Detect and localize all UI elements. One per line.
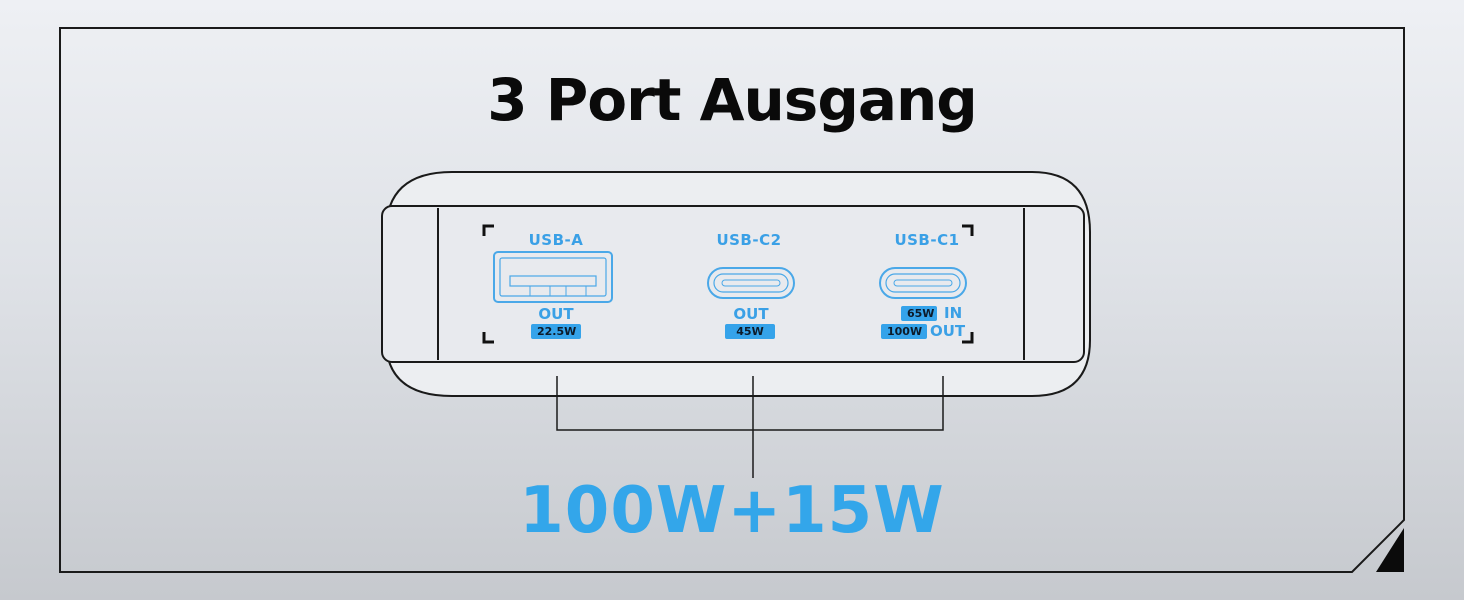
total-output-label: 100W+15W <box>519 474 945 548</box>
usb-a-port-icon <box>493 251 613 303</box>
port-label-usb-c1: USB-C1 <box>894 231 960 249</box>
usb-c2-direction: OUT <box>733 305 769 323</box>
bracket-bottom-right <box>962 332 974 344</box>
usb-c1-output-badge: 100W <box>881 324 927 339</box>
usb-a-direction: OUT <box>538 305 574 323</box>
usb-c1-input-badge: 65W <box>901 306 937 321</box>
bracket-bottom-left <box>482 332 494 344</box>
port-label-usb-c2: USB-C2 <box>716 231 782 249</box>
usb-c2-power-badge: 45W <box>725 324 775 339</box>
port-label-usb-a: USB-A <box>528 231 584 249</box>
corner-triangle <box>1376 528 1404 572</box>
usb-c2-port-icon <box>707 267 795 299</box>
usb-c1-input-label: IN <box>944 304 963 322</box>
frame-border <box>59 27 1405 573</box>
bracket-top-left <box>482 224 494 236</box>
bracket-top-right <box>962 224 974 236</box>
usb-a-power-badge: 22.5W <box>531 324 581 339</box>
page-title: 3 Port Ausgang <box>487 66 978 134</box>
usb-c1-output-label: OUT <box>930 322 966 340</box>
usb-c1-port-icon <box>879 267 967 299</box>
combined-output-bracket <box>556 376 944 431</box>
port-panel <box>381 205 1085 363</box>
